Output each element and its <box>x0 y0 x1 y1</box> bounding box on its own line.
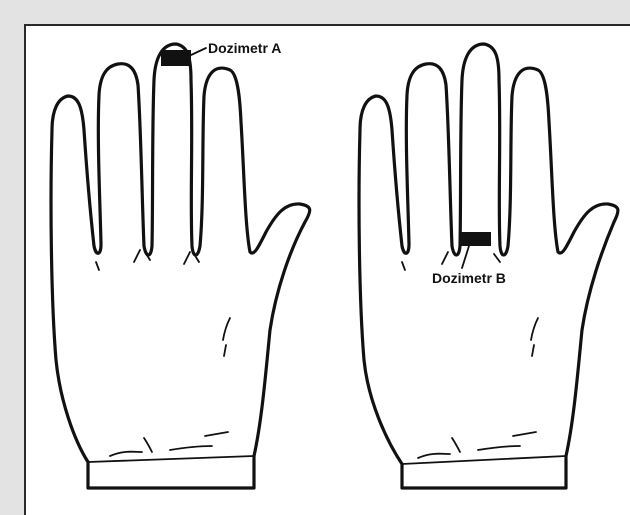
dosimeter-b-leader <box>462 246 469 268</box>
dosimeter-a-marker <box>161 50 191 66</box>
dosimeter-b-marker <box>459 232 491 246</box>
dosimeter-a-leader <box>191 48 206 55</box>
dosimeter-b-label: Dozimetr B <box>432 270 506 286</box>
left-cuff-line <box>88 456 254 462</box>
right-hand <box>359 44 618 488</box>
left-hand <box>51 44 310 488</box>
right-cuff-line <box>402 456 566 464</box>
dosimeter-a-label: Dozimetr A <box>208 40 281 56</box>
